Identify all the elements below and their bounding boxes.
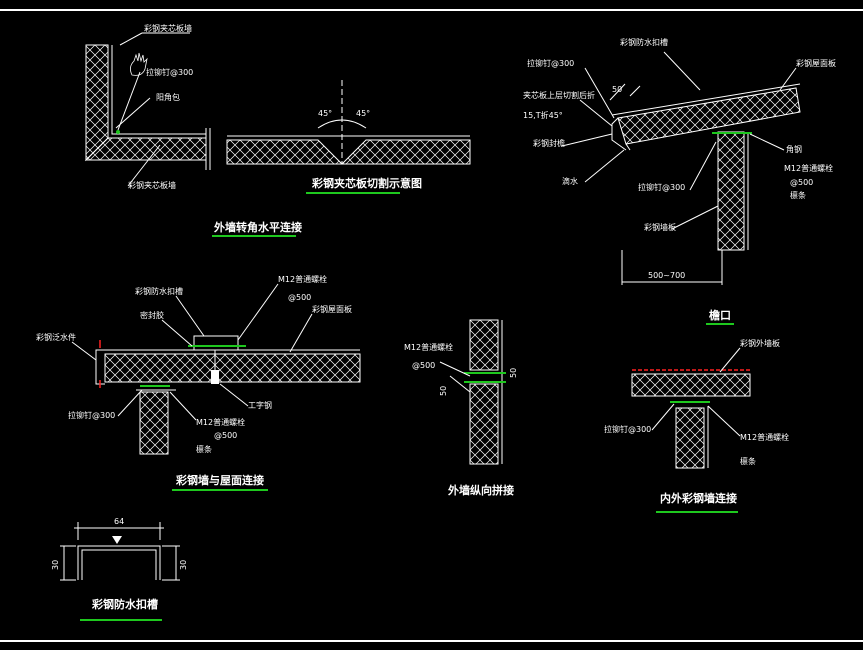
detail-eave: 500~700 50 拉铆钉@300 夹芯板上层切割后折 15,T折45° 彩钢… [523, 37, 836, 325]
d2-angle-right: 45° [356, 109, 370, 118]
d6-rivet: 拉铆钉@300 [604, 424, 651, 434]
d4-sealant: 密封胶 [140, 310, 164, 320]
vs-wall-lower [469, 383, 499, 465]
detail-cut-diagram: 45° 45° 彩钢夹芯板切割示意图 [226, 80, 471, 194]
d3-angle-steel: 角钢 [786, 144, 802, 154]
d3-wall-label: 彩钢墙板 [644, 222, 676, 232]
d4-bolt-spacing: @500 [288, 293, 311, 302]
d3-angle-label: 夹芯板上层切割后折 [523, 90, 595, 100]
d4-cap-label: 彩钢防水扣槽 [135, 286, 183, 296]
d3-bolt-label: M12普通螺栓 [784, 163, 833, 173]
d4-i-beam: 工字钢 [248, 400, 272, 410]
cut-panel [226, 139, 471, 165]
d7-left-h: 30 [51, 560, 60, 570]
d7-title: 彩钢防水扣槽 [91, 597, 158, 611]
d1-rivet-label: 拉铆钉@300 [146, 67, 193, 77]
eave-roof-panel [617, 87, 801, 145]
hand-icon [130, 52, 148, 76]
io-purlin-panel [675, 407, 705, 469]
d3-dim-range: 500~700 [648, 271, 685, 280]
d4-bolt2-spacing: @500 [214, 431, 237, 440]
d4-rivet: 拉铆钉@300 [68, 410, 115, 420]
d1-title: 外墙转角水平连接 [213, 220, 302, 234]
d3-seal-label: 彩钢封檐 [533, 138, 565, 148]
d3-roof-cap-label: 彩钢防水扣槽 [620, 37, 668, 47]
wr-roof-panel [104, 353, 361, 383]
d2-angle-left: 45° [318, 109, 332, 118]
d4-title: 彩钢墙与屋面连接 [175, 473, 264, 487]
d5-bolt-spacing: @500 [412, 361, 435, 370]
d4-roof-panel: 彩钢屋面板 [312, 304, 352, 314]
detail-corner-connection: 彩钢夹芯板墙 拉铆钉@300 阳角包 彩钢夹芯板墙 外墙转角水平连接 [84, 23, 302, 237]
d3-bolt-spacing: @500 [790, 178, 813, 187]
d1-corner-label: 阳角包 [156, 92, 180, 102]
d4-bolt2: M12普通螺栓 [196, 417, 245, 427]
vs-wall-upper [469, 319, 499, 371]
d4-flashing: 彩钢泛水件 [36, 332, 76, 342]
d5-dim-a: 50 [439, 386, 448, 396]
d3-purlin: 檩条 [790, 190, 806, 200]
detail-vertical-splice: M12普通螺栓 @500 50 50 外墙纵向拼接 [404, 319, 518, 497]
wr-cap [193, 335, 239, 351]
d1-bottom-label: 彩钢夹芯板墙 [128, 180, 176, 190]
d3-spec-label: 15,T折45° [523, 110, 563, 120]
d5-bolt-label: M12普通螺栓 [404, 342, 453, 352]
detail-wall-roof: 彩钢防水扣槽 M12普通螺栓 @500 密封胶 彩钢屋面板 彩钢泛水件 拉铆钉@… [36, 274, 361, 491]
d3-drip-label: 滴水 [562, 176, 578, 186]
d7-right-h: 30 [179, 560, 188, 570]
d6-purlin: 檩条 [740, 456, 756, 466]
d3-title: 檐口 [709, 308, 731, 322]
d5-title: 外墙纵向拼接 [447, 483, 514, 497]
d1-top-label: 彩钢夹芯板墙 [144, 23, 192, 33]
corner-panel-horizontal [84, 137, 207, 161]
d4-bolt-label: M12普通螺栓 [278, 274, 327, 284]
d3-dim-50: 50 [612, 85, 622, 94]
d3-roof-panel-label: 彩钢屋面板 [796, 58, 836, 68]
d6-wall-label: 彩钢外墙板 [740, 338, 780, 348]
detail-cap-profile: 64 30 30 彩钢防水扣槽 [51, 517, 188, 621]
d3-rivet2: 拉铆钉@300 [638, 182, 685, 192]
d4-purlin: 檩条 [196, 444, 212, 454]
d6-title: 内外彩钢墙连接 [660, 491, 737, 505]
detail-inner-outer-wall: 彩钢外墙板 拉铆钉@300 M12普通螺栓 檩条 内外彩钢墙连接 [604, 338, 789, 513]
io-wall-panel [631, 373, 751, 397]
d2-title: 彩钢夹芯板切割示意图 [311, 176, 422, 190]
wr-wall-panel [139, 391, 169, 455]
eave-wall-panel [717, 131, 745, 251]
d6-bolt: M12普通螺栓 [740, 432, 789, 442]
d5-dim-b: 50 [509, 368, 518, 378]
d7-width: 64 [114, 517, 124, 526]
d3-rivet-label: 拉铆钉@300 [527, 58, 574, 68]
